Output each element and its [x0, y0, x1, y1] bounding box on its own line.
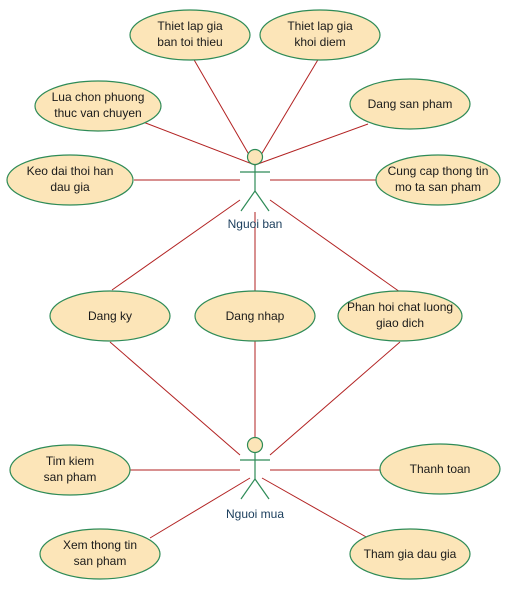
usecase-phan-hoi[interactable]: Phan hoi chat luong giao dich [337, 290, 463, 342]
actor-leg-right [254, 190, 270, 212]
assoc-seller-thiet-lap-gia-khoi-diem [254, 57, 320, 166]
actor-head [246, 148, 264, 166]
usecase-label: Tham gia dau gia [364, 547, 457, 561]
usecase-label-line-2: san pham [74, 554, 127, 568]
actor-seller-label: Nguoi ban [228, 217, 283, 231]
usecase-label: Thanh toan [410, 462, 471, 476]
assoc-seller-phan-hoi [269, 199, 401, 293]
usecase-label-line-1: Cung cap thong tin [388, 164, 489, 178]
assoc-seller-lua-chon-van-chuyen [142, 121, 256, 166]
usecase-label: Dang nhap [226, 309, 285, 323]
usecase-dang-san-pham[interactable]: Dang san pham [349, 78, 471, 130]
usecase-label: Dang ky [88, 309, 132, 323]
usecase-label-line-2: ban toi thieu [157, 35, 222, 49]
actor-leg-left [240, 478, 256, 500]
usecase-xem-thong-tin[interactable]: Xem thong tin san pham [39, 528, 161, 580]
seller-associations [111, 57, 401, 293]
actor-seller[interactable]: Nguoi ban [228, 148, 283, 232]
usecase-label-line-2: mo ta san pham [395, 180, 481, 194]
usecase-label-line-2: giao dich [376, 316, 424, 330]
usecase-cung-cap-thong-tin[interactable]: Cung cap thong tin mo ta san pham [375, 154, 501, 206]
usecase-label-line-2: san pham [44, 470, 97, 484]
usecase-tham-gia-dau-gia[interactable]: Tham gia dau gia [349, 528, 471, 580]
usecase-label-line-1: Thiet lap gia [287, 19, 353, 33]
assoc-seller-thiet-lap-gia-toi-thieu [192, 57, 256, 166]
usecase-label-line-1: Thiet lap gia [157, 19, 223, 33]
usecase-lua-chon-van-chuyen[interactable]: Lua chon phuong thuc van chuyen [34, 80, 162, 132]
usecase-label-line-1: Tim kiem [46, 454, 94, 468]
assoc-seller-dang-san-pham [254, 123, 369, 166]
usecase-thanh-toan[interactable]: Thanh toan [379, 443, 501, 495]
usecase-label-line-1: Phan hoi chat luong [347, 300, 453, 314]
usecase-keo-dai-thoi-han[interactable]: Keo dai thoi han dau gia [6, 154, 134, 206]
usecase-label-line-2: khoi diem [294, 35, 345, 49]
usecase-thiet-lap-gia-khoi-diem[interactable]: Thiet lap gia khoi diem [259, 9, 381, 61]
actor-leg-right [254, 478, 270, 500]
usecase-label-line-1: Keo dai thoi han [27, 164, 114, 178]
buyer-associations [109, 340, 401, 539]
actor-buyer[interactable]: Nguoi mua [226, 436, 284, 522]
usecase-dang-ky[interactable]: Dang ky [49, 290, 171, 342]
assoc-buyer-phan-hoi [269, 341, 401, 456]
usecase-thiet-lap-gia-toi-thieu[interactable]: Thiet lap gia ban toi thieu [129, 9, 251, 61]
actor-leg-left [240, 190, 256, 212]
actor-head [246, 436, 264, 454]
usecase-label-line-2: dau gia [50, 180, 90, 194]
usecase-label: Dang san pham [368, 97, 453, 111]
assoc-seller-dang-ky [111, 199, 241, 291]
usecase-tim-kiem[interactable]: Tim kiem san pham [9, 444, 131, 496]
usecase-label-line-1: Xem thong tin [63, 538, 137, 552]
assoc-buyer-tham-gia-dau-gia [261, 477, 369, 539]
assoc-buyer-dang-ky [109, 341, 241, 456]
actor-buyer-label: Nguoi mua [226, 507, 284, 521]
usecase-dang-nhap[interactable]: Dang nhap [194, 290, 316, 342]
usecase-label-line-2: thuc van chuyen [54, 106, 141, 120]
assoc-buyer-xem-thong-tin [149, 477, 251, 539]
usecase-label-line-1: Lua chon phuong [52, 90, 145, 104]
